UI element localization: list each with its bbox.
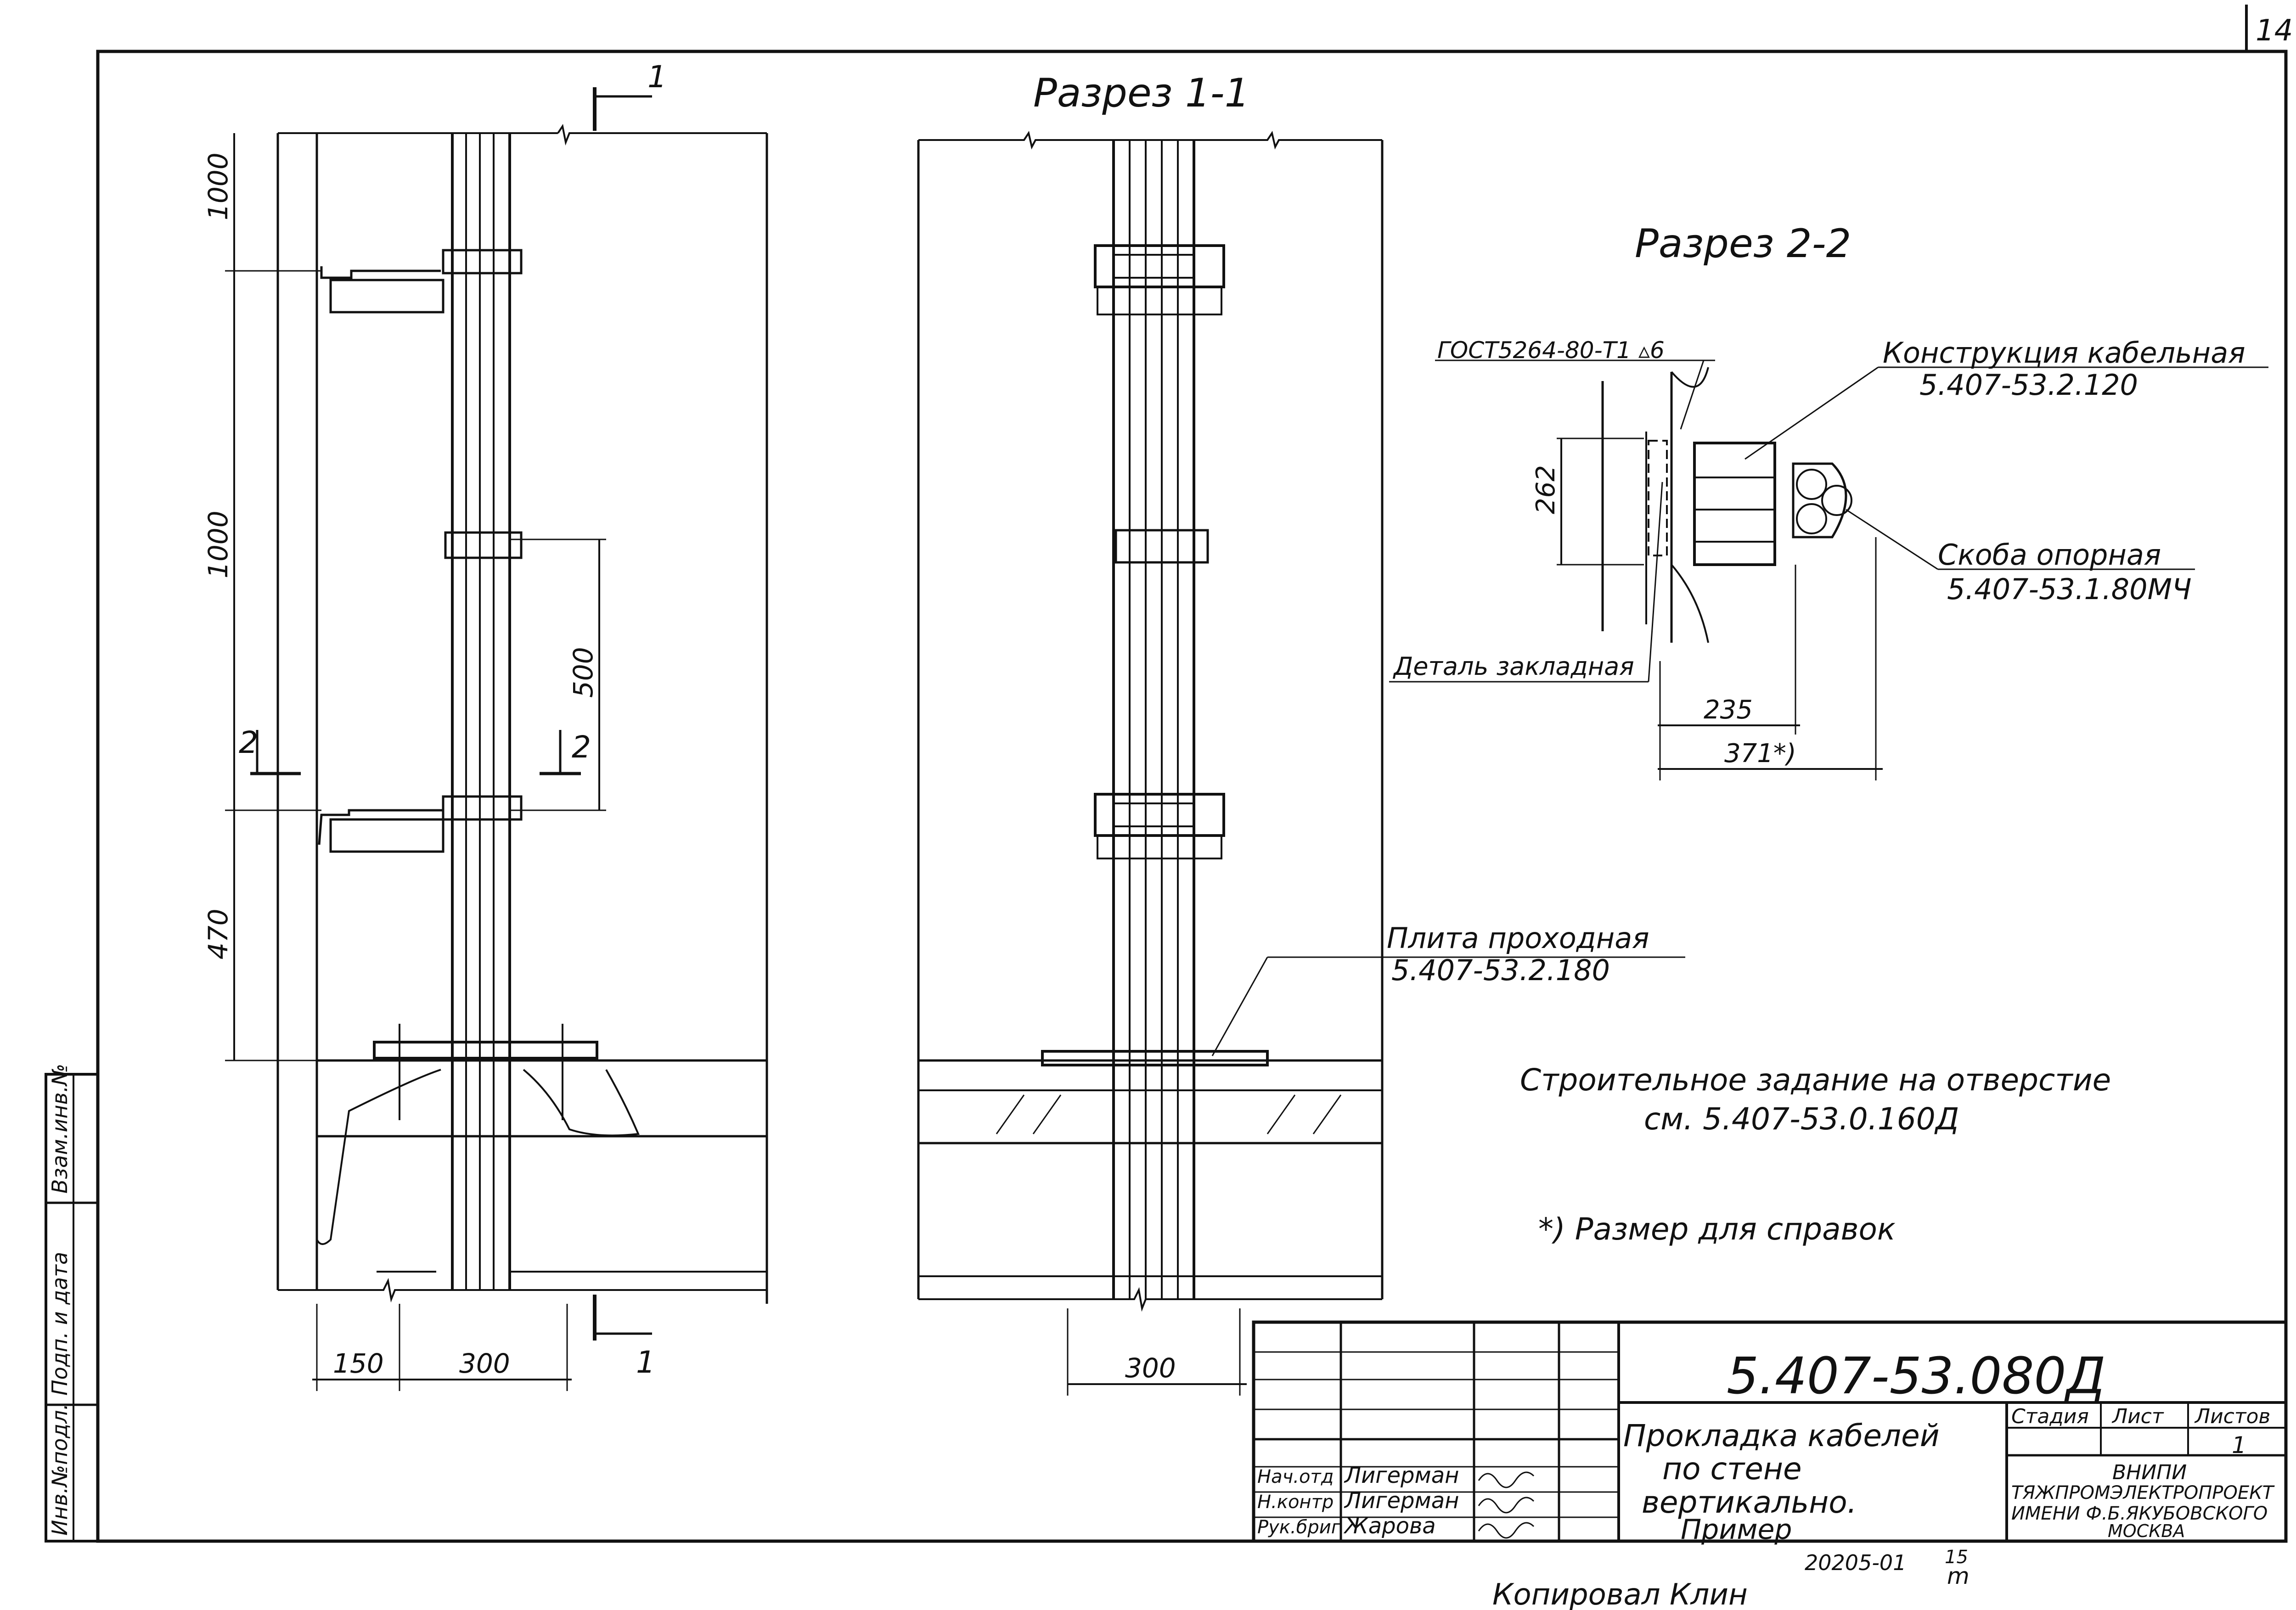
section-2-title: Разрез 2-2 xyxy=(1635,221,1851,267)
sheets-label: Листов xyxy=(2194,1405,2270,1428)
signer-name-3: Жарова xyxy=(1343,1513,1436,1539)
dim-300-left: 300 xyxy=(459,1348,510,1379)
sheet-label: Лист xyxy=(2111,1405,2164,1428)
sheet-frame: 14 xyxy=(96,5,2293,1543)
dim-1000-mid: 1000 xyxy=(203,510,234,578)
signer-name-1: Лигерман xyxy=(1344,1463,1459,1488)
title-line-3: вертикально. xyxy=(1642,1485,1857,1520)
dim-470: 470 xyxy=(203,909,234,959)
left-view xyxy=(276,123,768,1304)
bottom-note: 20205-01 xyxy=(1805,1550,1906,1575)
sheets-value: 1 xyxy=(2232,1432,2246,1459)
side-stamp-sign: Подп. и дата xyxy=(47,1252,72,1396)
left-view-dimensions xyxy=(225,133,606,1391)
title-line-2: по стене xyxy=(1662,1451,1802,1487)
dim-500: 500 xyxy=(568,647,599,698)
dim-235: 235 xyxy=(1704,695,1753,725)
signer-role-3: Рук.бриг xyxy=(1257,1517,1341,1538)
cable-construction-code: 5.407-53.2.120 xyxy=(1919,368,2138,402)
cable-construction-label: Конструкция кабельная xyxy=(1883,336,2245,370)
dim-300-middle: 300 xyxy=(1125,1352,1176,1384)
dim-262: 262 xyxy=(1531,465,1561,514)
bottom-letter: m xyxy=(1947,1563,1970,1589)
embedded-part-label: Деталь закладная xyxy=(1393,652,1634,681)
construction-task-line2: см. 5.407-53.0.160Д xyxy=(1644,1101,1959,1137)
pass-plate-label: Плита проходная xyxy=(1387,921,1649,955)
bottom-signature: Копировал Клин xyxy=(1492,1578,1748,1610)
dim-150: 150 xyxy=(333,1348,384,1379)
gost-label: ГОСТ5264-80-Т1 ▵6 xyxy=(1437,337,1665,364)
title-line-4: Пример xyxy=(1681,1514,1792,1546)
page-number: 14 xyxy=(2256,14,2293,48)
section-2-2-drawing xyxy=(1389,359,2268,780)
signer-role-1: Нач.отд xyxy=(1257,1466,1334,1487)
cut-mark-1-top: 1 xyxy=(647,59,667,95)
construction-task-line1: Строительное задание на отверстие xyxy=(1520,1062,2111,1098)
pass-plate-code: 5.407-53.2.180 xyxy=(1391,954,1610,987)
cut-mark-1-bottom: 1 xyxy=(636,1345,655,1380)
doc-code: 5.407-53.080Д xyxy=(1727,1346,2105,1405)
org-line-2: ТЯЖПРОМЭЛЕКТРОПРОЕКТ xyxy=(2011,1482,2275,1503)
stage-label: Стадия xyxy=(2011,1405,2089,1428)
title-line-1: Прокладка кабелей xyxy=(1623,1418,1940,1453)
cut-mark-2-right: 2 xyxy=(572,729,591,765)
middle-view xyxy=(917,131,1685,1396)
reference-note: *) Размер для справок xyxy=(1538,1212,1896,1247)
signer-role-2: Н.контр xyxy=(1257,1492,1334,1513)
org-line-1: ВНИПИ xyxy=(2112,1461,2187,1484)
org-line-4: МОСКВА xyxy=(2108,1521,2185,1541)
bottom-number: 15 xyxy=(1945,1547,1968,1568)
bracket-label: Скоба опорная xyxy=(1938,538,2161,572)
signer-name-2: Лигерман xyxy=(1344,1488,1459,1514)
side-stamp-replace: Взам.инв.№ xyxy=(47,1064,72,1194)
dim-1000-top: 1000 xyxy=(203,152,234,220)
side-stamp-inv: Инв.№подл. xyxy=(47,1403,72,1536)
dim-371: 371*) xyxy=(1724,739,1796,769)
org-line-3: ИМЕНИ Ф.Б.ЯКУБОВСКОГО xyxy=(2011,1503,2268,1524)
section-1-title: Разрез 1-1 xyxy=(1033,70,1249,116)
cut-mark-2-left: 2 xyxy=(239,725,258,760)
side-stamp: Инв.№подл. Подп. и дата Взам.инв.№ xyxy=(45,1064,99,1543)
title-block xyxy=(1252,1320,2288,1543)
bracket-code: 5.407-53.1.80МЧ xyxy=(1947,572,2192,606)
cut-marks xyxy=(250,87,652,1341)
